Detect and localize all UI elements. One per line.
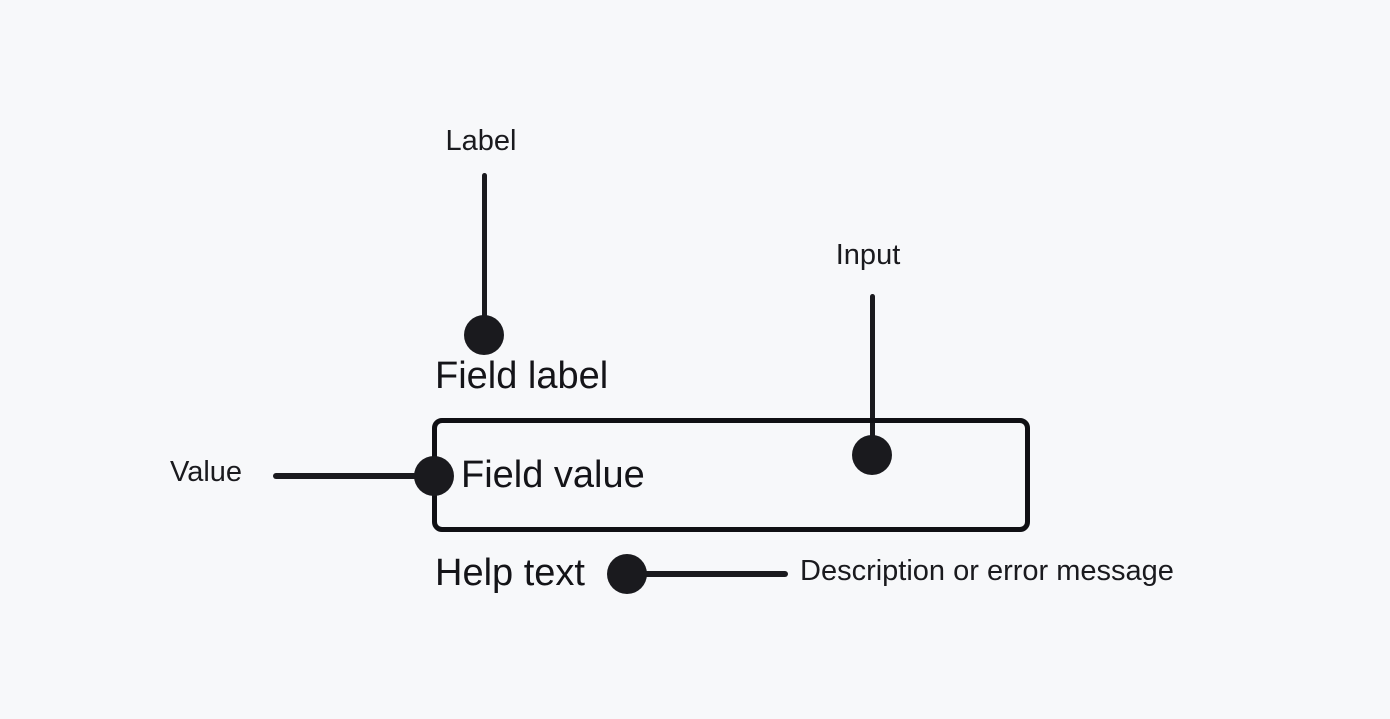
text-field-input-box: Field value (432, 418, 1030, 532)
field-label: Field label (435, 355, 609, 397)
value-connector-dot (414, 456, 454, 496)
label-connector-dot (464, 315, 504, 355)
annotation-input: Input (835, 239, 901, 271)
annotation-label: Label (445, 125, 517, 157)
field-value: Field value (461, 454, 645, 496)
annotation-value: Value (170, 456, 243, 488)
help-connector-line (640, 571, 788, 577)
input-connector-dot (852, 435, 892, 475)
label-connector-line (482, 173, 487, 325)
input-connector-line (870, 294, 875, 445)
annotation-help-description: Description or error message (800, 555, 1174, 587)
help-text: Help text (435, 552, 585, 594)
value-connector-line (273, 473, 418, 479)
